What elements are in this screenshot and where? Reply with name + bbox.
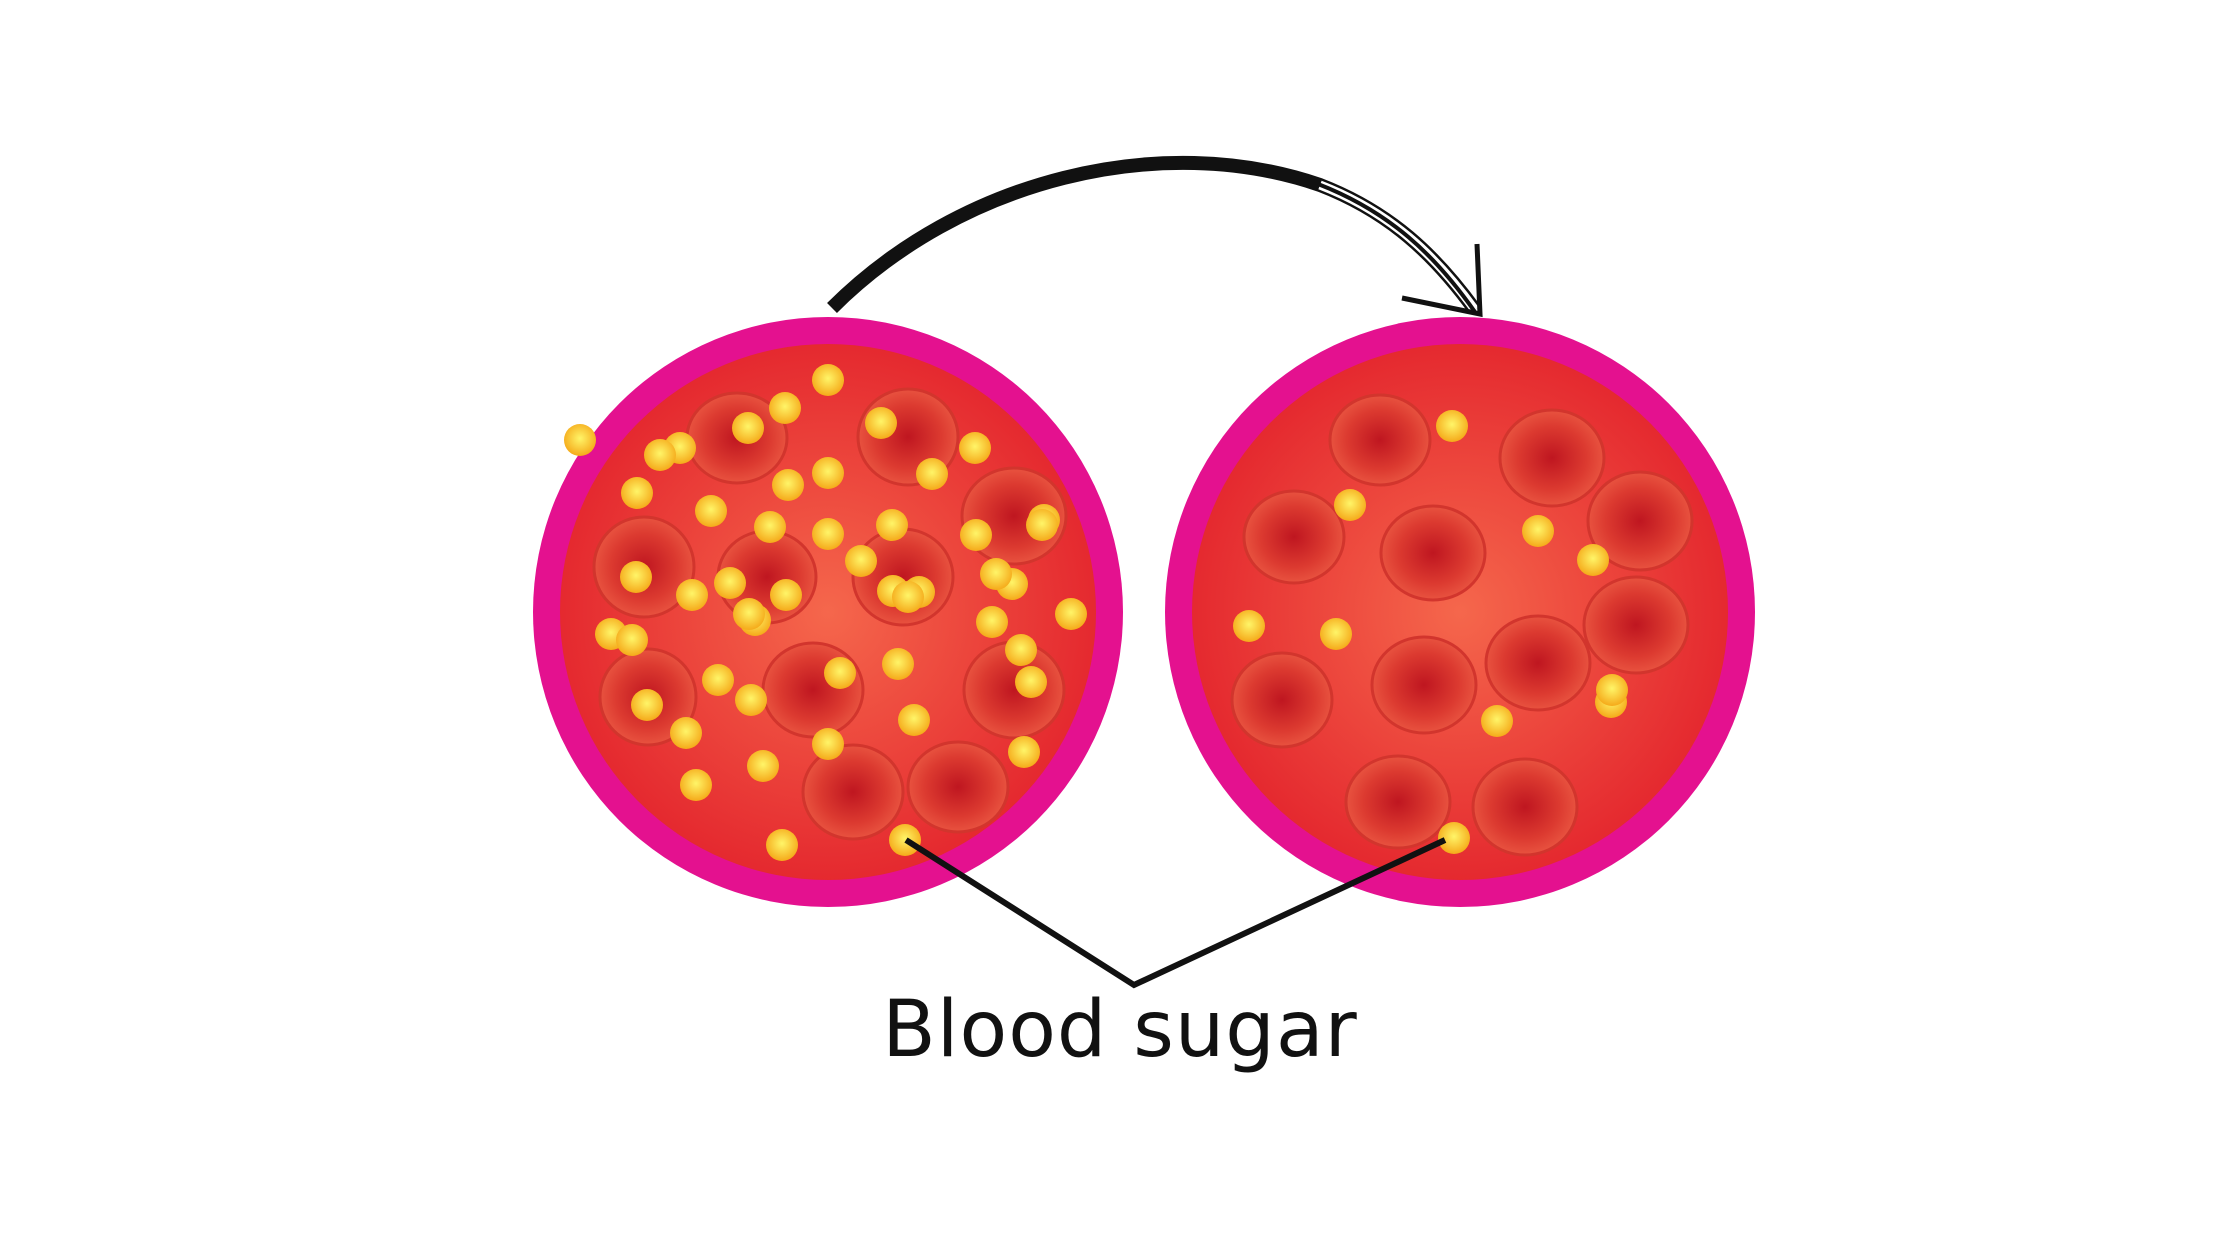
sugar-particle: [670, 717, 702, 749]
sugar-particle: [631, 689, 663, 721]
sugar-particle: [676, 579, 708, 611]
sugar-particle: [1026, 509, 1058, 541]
sugar-particle: [702, 664, 734, 696]
sugar-particle: [1015, 666, 1047, 698]
red-blood-cell: [761, 641, 865, 739]
caption-pointer: [904, 837, 1447, 989]
sugar-particle: [766, 829, 798, 861]
caption-blood-sugar: Blood sugar: [882, 985, 1358, 1075]
sugar-particle: [732, 412, 764, 444]
arrow-shaft-thin: [1317, 182, 1477, 314]
sugar-particle: [772, 469, 804, 501]
red-blood-cell: [1498, 408, 1606, 508]
sugar-particle: [812, 457, 844, 489]
sugar-particle: [1481, 705, 1513, 737]
high-sugar-vessel: [533, 317, 1123, 907]
sugar-particle: [680, 769, 712, 801]
arrow-head: [1401, 243, 1483, 318]
sugar-particle: [960, 519, 992, 551]
sugar-particle: [916, 458, 948, 490]
sugar-particle: [733, 598, 765, 630]
sugar-particle: [735, 684, 767, 716]
sugar-particle: [1005, 634, 1037, 666]
sugar-particle: [620, 561, 652, 593]
sugar-particle: [695, 495, 727, 527]
red-blood-cells: [1230, 393, 1694, 857]
red-blood-cell: [1344, 754, 1452, 850]
red-blood-cell: [801, 743, 905, 841]
sugar-particle: [1596, 674, 1628, 706]
sugar-particle: [882, 648, 914, 680]
sugar-particle: [976, 606, 1008, 638]
low-sugar-vessel: [1165, 317, 1755, 907]
sugar-particle: [812, 518, 844, 550]
sugar-particle: [1008, 736, 1040, 768]
sugar-particle: [1522, 515, 1554, 547]
red-blood-cell: [1242, 489, 1346, 585]
sugar-particle: [824, 657, 856, 689]
red-blood-cell: [1471, 757, 1579, 857]
sugar-particle: [889, 824, 921, 856]
sugar-particle: [644, 439, 676, 471]
sugar-particle: [865, 407, 897, 439]
transition-arrow: [827, 156, 1483, 318]
sugar-particle: [1320, 618, 1352, 650]
red-blood-cell: [906, 740, 1010, 834]
sugar-particle: [1577, 544, 1609, 576]
sugar-particle: [770, 579, 802, 611]
red-blood-cell: [1582, 575, 1690, 675]
sugar-particle: [845, 545, 877, 577]
sugar-particle: [980, 558, 1012, 590]
sugar-particle: [1233, 610, 1265, 642]
sugar-particle: [1055, 598, 1087, 630]
pointer-lines: [904, 837, 1447, 989]
sugar-particle: [812, 364, 844, 396]
red-blood-cell: [1370, 635, 1478, 735]
sugar-particle: [1334, 489, 1366, 521]
sugar-particle: [754, 511, 786, 543]
red-blood-cell: [1586, 470, 1694, 572]
sugar-particle: [1436, 410, 1468, 442]
red-blood-cell: [1328, 393, 1432, 487]
sugar-particles: [564, 364, 1087, 861]
red-blood-cell: [1484, 614, 1592, 712]
sugar-particle: [898, 704, 930, 736]
sugar-particle: [714, 567, 746, 599]
sugar-particle: [769, 392, 801, 424]
sugar-particles: [1233, 410, 1628, 854]
sugar-particle: [892, 581, 924, 613]
red-blood-cell: [1230, 651, 1334, 749]
sugar-particle: [1438, 822, 1470, 854]
sugar-particle: [616, 624, 648, 656]
sugar-particle: [812, 728, 844, 760]
arrow-shaft: [827, 156, 1481, 315]
sugar-particle: [747, 750, 779, 782]
sugar-particle: [621, 477, 653, 509]
sugar-particle: [876, 509, 908, 541]
sugar-particle: [564, 424, 596, 456]
sugar-particle: [959, 432, 991, 464]
red-blood-cell: [1379, 504, 1487, 602]
